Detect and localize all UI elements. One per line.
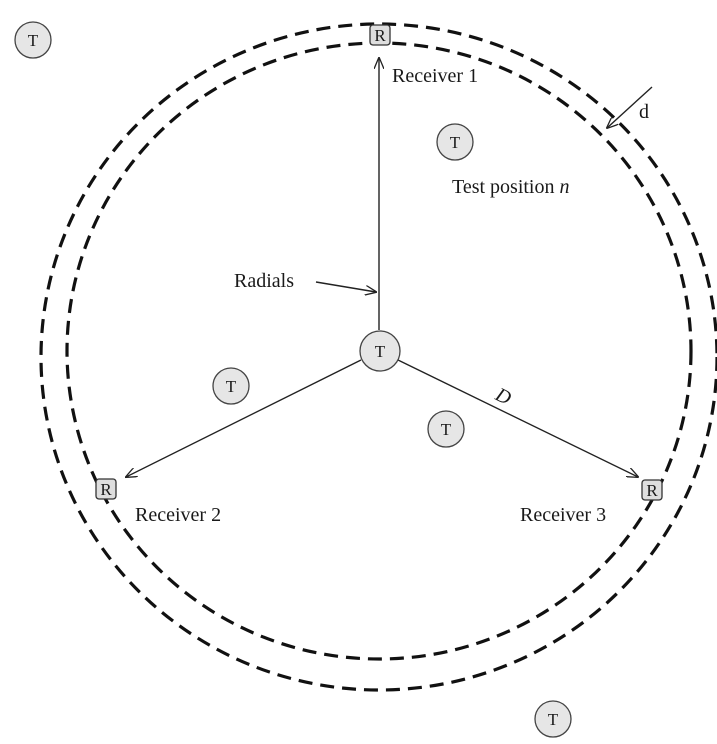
transmitter-center: T <box>359 330 401 372</box>
transmitter-left: T <box>212 367 250 405</box>
transmitter-letter: T <box>375 342 386 361</box>
receiver-2-label: Receiver 2 <box>135 504 221 526</box>
radial-line-3 <box>397 359 638 477</box>
receiver-1-marker: R <box>369 24 391 46</box>
receiver-2-marker: R <box>95 478 117 500</box>
distance-label: D <box>491 383 515 410</box>
test-position-prefix: Test position <box>452 176 560 198</box>
radial-line-2 <box>126 359 362 477</box>
radials-label: Radials <box>234 270 294 292</box>
test-position-variable: n <box>560 176 570 198</box>
receiver-1-letter: R <box>374 26 386 45</box>
transmitter-top-left: T <box>14 21 52 59</box>
transmitter-test-position: T <box>436 123 474 161</box>
radials-pointer-arrow <box>315 281 376 292</box>
transmitter-bottom: T <box>534 700 572 738</box>
ring-gap-label: d <box>639 101 649 123</box>
transmitter-letter: T <box>548 710 559 729</box>
receiver-2-letter: R <box>100 480 112 499</box>
test-position-label: Test position n <box>452 176 570 198</box>
transmitter-letter: T <box>450 133 461 152</box>
receiver-1-label: Receiver 1 <box>392 65 478 87</box>
transmitter-letter: T <box>441 420 452 439</box>
ring-gap-arrow <box>607 86 653 128</box>
transmitter-letter: T <box>28 31 39 50</box>
receiver-3-marker: R <box>641 479 663 501</box>
receiver-3-label: Receiver 3 <box>520 504 606 526</box>
transmitter-lower-middle: T <box>427 410 465 448</box>
transmitter-letter: T <box>226 377 237 396</box>
receiver-3-letter: R <box>646 481 658 500</box>
